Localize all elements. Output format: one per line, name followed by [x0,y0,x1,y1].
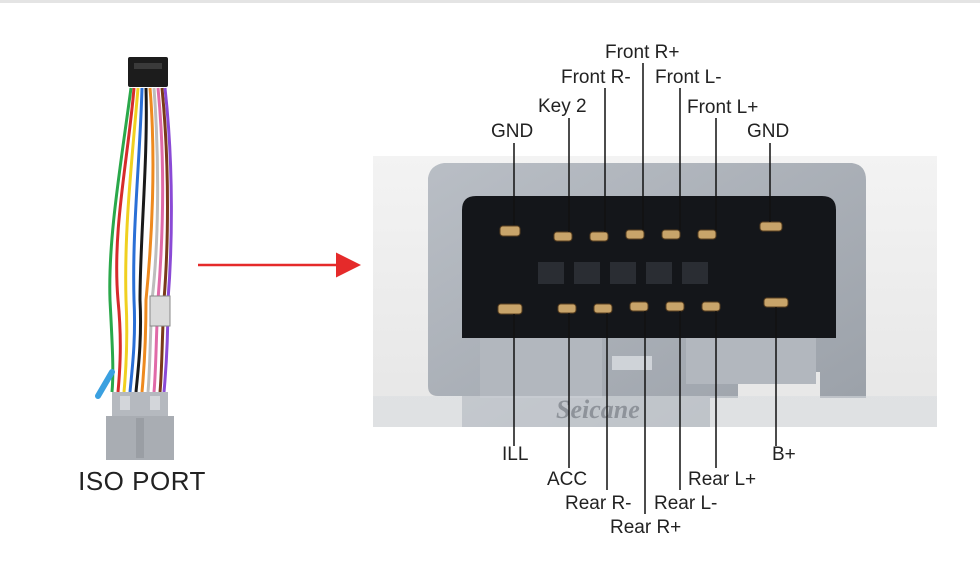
label-front-r-minus: Front R- [561,67,631,88]
label-front-r-plus: Front R+ [605,42,680,63]
label-key2: Key 2 [538,96,587,117]
label-rear-l-plus: Rear L+ [688,469,757,490]
iso-port-label: ISO PORT [78,466,206,496]
top-divider [0,0,980,3]
label-front-l-minus: Front L- [655,67,722,88]
label-rear-l-minus: Rear L- [654,493,718,514]
wire-harness-image [95,57,174,460]
label-acc: ACC [547,469,588,490]
label-b-plus: B+ [772,444,796,465]
label-rear-r-plus: Rear R+ [610,517,682,538]
label-gnd-left: GND [491,121,534,142]
leader-lines [513,63,777,514]
label-gnd-right: GND [747,121,790,142]
label-front-l-plus: Front L+ [687,97,759,118]
label-rear-r-minus: Rear R- [565,493,632,514]
connector-closeup-image: Seicane [373,156,937,427]
watermark-text: Seicane [556,395,640,424]
label-ill: ILL [502,444,529,465]
